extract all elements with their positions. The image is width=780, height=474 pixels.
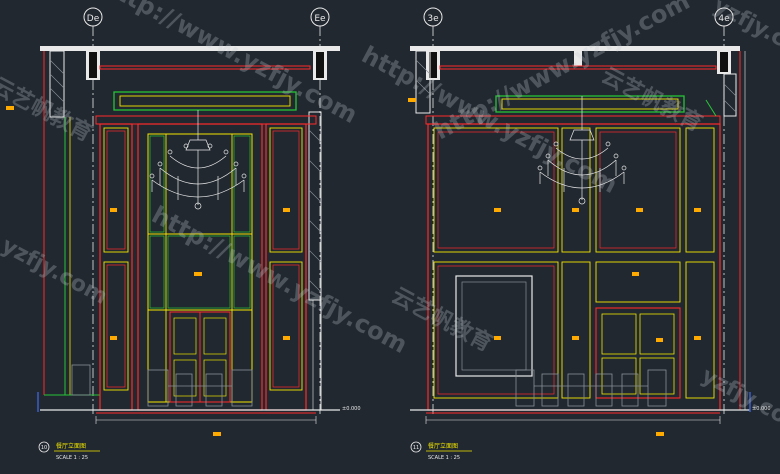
wall-panelling xyxy=(427,123,721,411)
axis-label-3e: 3e xyxy=(427,14,439,24)
axis-marker-Ee: Ee xyxy=(310,7,330,415)
chandelier-icon xyxy=(149,110,247,210)
left-elevation: De Ee xyxy=(6,7,361,461)
framed-painting xyxy=(455,275,533,377)
watermark-brand: 云艺帆教育 xyxy=(0,72,97,147)
ceiling-cornice xyxy=(495,95,685,113)
drawing-title-right: 餐厅立面图 xyxy=(428,442,458,450)
ceiling-cornice xyxy=(113,91,297,111)
drawing-title-left: 餐厅立面图 xyxy=(56,442,86,450)
drawing-number-left: 10 xyxy=(41,445,47,451)
title-block-right: 11 餐厅立面图 SCALE 1 : 25 xyxy=(410,441,472,461)
title-block-left: 10 餐厅立面图 SCALE 1 : 25 xyxy=(38,441,100,461)
chandelier-icon xyxy=(537,96,627,205)
axis-marker-3e: 3e xyxy=(423,7,443,415)
dining-chairs xyxy=(147,369,253,407)
left-wall-section xyxy=(6,50,100,396)
dining-chairs xyxy=(515,369,667,407)
axis-label-Ee: Ee xyxy=(314,14,326,24)
left-panel-column xyxy=(99,123,133,411)
watermark-short: yzfjy.com xyxy=(0,233,111,310)
right-elevation: 3e 4e xyxy=(408,7,771,461)
watermark-url: http://www.yzfjy.com xyxy=(147,201,412,360)
level-mark-right: ±0.000 xyxy=(752,406,771,412)
level-mark-left: ±0.000 xyxy=(342,406,361,412)
drawing-number-right: 11 xyxy=(413,445,419,451)
watermark-brand: 云艺帆教育 xyxy=(597,62,706,137)
right-wall-section xyxy=(308,111,322,410)
axis-marker-De: De xyxy=(83,7,103,415)
axis-label-4e: 4e xyxy=(718,14,730,24)
watermark-short: yzfjy.com xyxy=(697,363,780,440)
ceiling-slab xyxy=(40,46,340,51)
right-panel-column xyxy=(265,123,307,411)
axis-label-De: De xyxy=(87,14,100,24)
axis-marker-4e: 4e xyxy=(714,7,734,415)
drawing-scale-right: SCALE 1 : 25 xyxy=(428,455,460,461)
drawing-scale-left: SCALE 1 : 25 xyxy=(56,455,88,461)
